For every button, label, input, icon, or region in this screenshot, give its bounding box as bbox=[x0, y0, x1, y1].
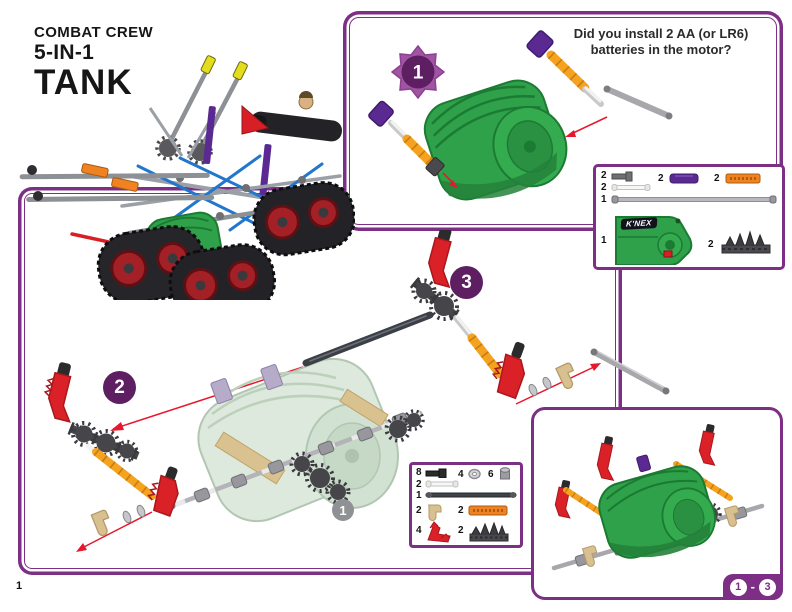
white-rod-icon bbox=[425, 480, 459, 488]
tread-front-mid bbox=[168, 243, 277, 300]
gear-cluster-motor bbox=[289, 409, 425, 505]
tan-clip bbox=[90, 509, 110, 537]
rod-assembly-right bbox=[526, 30, 673, 137]
title-block: COMBAT CREW 5-IN-1 TANK bbox=[34, 24, 153, 101]
white-rod-icon bbox=[611, 184, 651, 191]
subtitle: 5-IN-1 bbox=[34, 41, 95, 64]
motor-ghost bbox=[197, 357, 399, 523]
track-tread-segment-icon bbox=[721, 230, 771, 254]
series-title: COMBAT CREW bbox=[34, 24, 154, 41]
purple-post bbox=[203, 106, 216, 165]
red-angle-connector-icon bbox=[427, 521, 451, 543]
ghost-step1-badge: 1 bbox=[332, 499, 354, 521]
step1-diagram bbox=[368, 30, 673, 201]
orange-connector-icon bbox=[468, 505, 508, 516]
dark-rod-long-icon bbox=[425, 492, 517, 498]
motor-step1 bbox=[423, 79, 568, 201]
step2-assembly bbox=[43, 362, 179, 552]
cannons bbox=[19, 163, 215, 202]
gray-rod bbox=[591, 349, 669, 394]
purple-post bbox=[259, 144, 272, 197]
gray-washer-icon bbox=[468, 468, 481, 480]
starburst-icon bbox=[390, 44, 446, 100]
step3-badge: 3 bbox=[450, 266, 483, 299]
tan-clip-icon bbox=[428, 504, 442, 521]
page-title: TANK bbox=[34, 63, 133, 102]
range-end-badge: 3 bbox=[759, 578, 776, 596]
lavender-clip bbox=[260, 364, 283, 391]
step2-badge: 2 bbox=[103, 371, 136, 404]
range-separator: - bbox=[750, 578, 755, 594]
rod-assembly-left bbox=[368, 100, 458, 188]
parts-panel-steps23: 8 4 6 2 1 2 2 bbox=[409, 462, 523, 548]
range-start-badge: 1 bbox=[729, 578, 747, 596]
step3-assembly bbox=[409, 230, 670, 405]
tread-rear bbox=[252, 181, 355, 257]
tan-clip bbox=[555, 362, 575, 390]
gray-rod bbox=[604, 86, 672, 119]
green-motor-part: K'NEX bbox=[612, 207, 696, 266]
parts-panel-step1: 2 2 2 2 1 1 bbox=[593, 164, 785, 270]
tank-hero-image bbox=[19, 55, 355, 300]
steps23-diagram bbox=[43, 230, 670, 552]
black-clip-connector-icon bbox=[425, 468, 447, 478]
purple-clip-connector-icon bbox=[669, 173, 699, 184]
aa-guns bbox=[148, 55, 248, 165]
battery-question: Did you install 2 AA (or LR6) batteries … bbox=[573, 26, 749, 57]
gray-clip-connector-icon bbox=[611, 171, 633, 182]
orange-connector-icon bbox=[725, 173, 761, 184]
page-number: 1 bbox=[16, 580, 23, 592]
result-diagram bbox=[551, 424, 765, 571]
gray-spacer-icon bbox=[500, 467, 510, 480]
lavender-clip bbox=[210, 378, 233, 405]
gray-rod-long-icon bbox=[611, 195, 777, 204]
step-range-tab: 1 - 3 bbox=[722, 574, 783, 600]
dark-gear-connector-icon bbox=[469, 521, 509, 542]
step1-badge: 1 bbox=[390, 44, 446, 100]
step1-badge-number: 1 bbox=[413, 63, 424, 84]
result-panel: 1 - 3 bbox=[531, 407, 783, 600]
red-mount bbox=[241, 104, 270, 135]
tan-strip bbox=[339, 388, 389, 428]
knex-logo: K'NEX bbox=[620, 217, 658, 230]
